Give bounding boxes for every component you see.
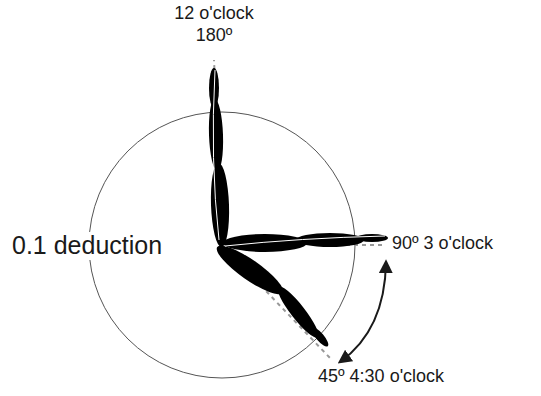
leg-figure <box>208 68 388 349</box>
angle-label: 45º 4:30 o'clock <box>318 367 444 387</box>
leg-highlight <box>213 70 385 246</box>
clock-label: 12 o'clock <box>174 4 253 24</box>
angle-label: 180º <box>196 26 233 46</box>
angle-label: 90º 3 o'clock <box>392 234 493 254</box>
deduction-label: 0.1 deduction <box>10 232 164 260</box>
angle-arrow <box>340 262 386 362</box>
